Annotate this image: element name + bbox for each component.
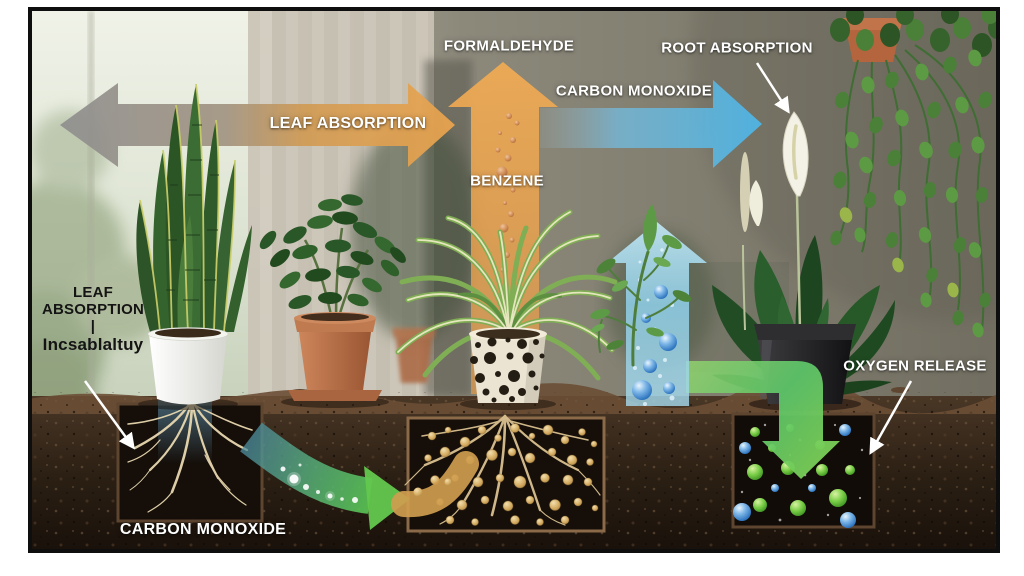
terracotta-pot (288, 312, 382, 401)
sapling-plant (590, 204, 692, 367)
oxygen-release-label: OXYGEN RELEASE (843, 357, 987, 375)
note-line3: | (90, 317, 96, 335)
coffee-leaves (259, 194, 406, 309)
spotted-pot (469, 327, 547, 403)
annotation-arrows (83, 62, 913, 455)
pothos-leaves (830, 11, 996, 338)
note-line2: ABSORPTION (41, 300, 144, 318)
leaf-absorption-label: LEAF ABSORPTION (269, 115, 427, 132)
carbon-monoxide-bottom-label: CARBON MONOXIDE (119, 521, 287, 538)
snake-plant-leaves (136, 83, 252, 333)
benzene-label: BENZENE (470, 172, 544, 190)
sparkle-dots (280, 463, 358, 503)
leaf-absorption-pointer (83, 380, 135, 450)
hanging-pothos (830, 11, 996, 338)
oxygen-release-arrow (686, 361, 840, 479)
carbon-monoxide-arrow (540, 80, 762, 168)
root-absorption-pointer (755, 62, 790, 114)
coffee-plant (259, 194, 436, 408)
artwork-area (32, 11, 996, 549)
root-cutout-carbon-monoxide (116, 398, 264, 523)
white-pot (147, 327, 229, 405)
spider-plant (395, 209, 618, 410)
carbon-monoxide-top-label: CARBON MONOXIDE (555, 82, 713, 100)
leaf-absorption-arrow (60, 83, 455, 167)
snake-plant (136, 83, 252, 410)
oxygen-release-pointer (869, 380, 913, 455)
formaldehyde-label: FORMALDEHYDE (443, 37, 575, 55)
water-bubbles (632, 248, 677, 406)
note-line1: LEAF (73, 284, 113, 301)
leaf-absorption-note: LEAF ABSORPTION | Incsablaltuy (28, 284, 158, 355)
gold-toxin-bubbles (424, 423, 599, 526)
root-cutout-absorbed-toxins (404, 414, 606, 533)
root-absorption-label: ROOT ABSORPTION (661, 39, 813, 57)
peace-lily-flowers (740, 111, 809, 331)
scene-illustration (32, 11, 996, 549)
note-line4: Incsablaltuy (42, 335, 144, 355)
underground-transfer-arrow (240, 422, 479, 530)
